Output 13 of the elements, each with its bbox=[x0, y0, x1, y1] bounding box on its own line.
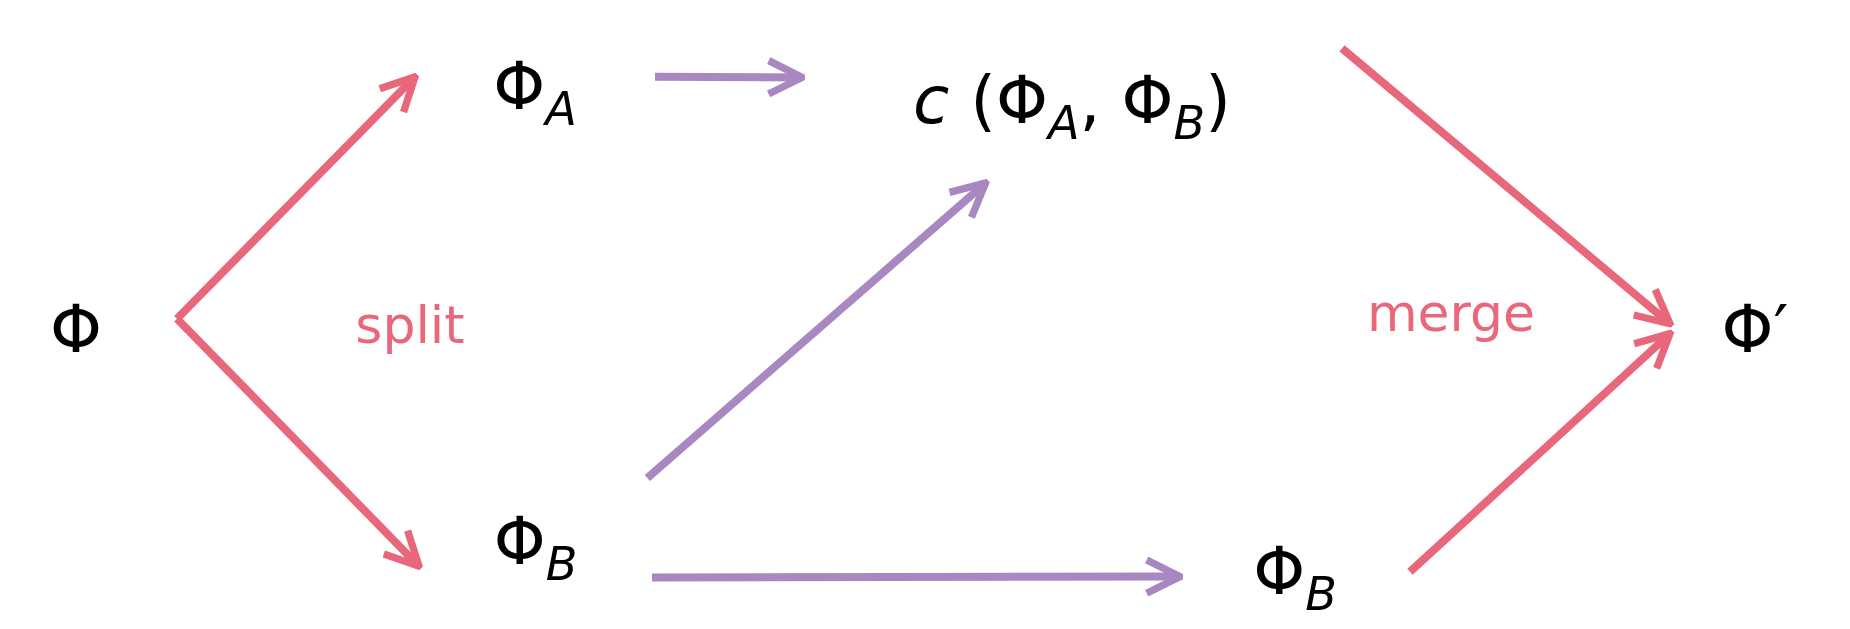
math-term: Φ$_{B}$ bbox=[1180, 530, 1410, 625]
arrow bbox=[174, 73, 419, 322]
operation-label: split bbox=[355, 295, 465, 355]
arrow bbox=[1339, 45, 1674, 328]
arrow bbox=[174, 316, 423, 570]
math-term: Φ$_{A}$ bbox=[415, 40, 655, 145]
operation-label: merge bbox=[1366, 283, 1536, 343]
math-term: Φ′ bbox=[1670, 285, 1840, 375]
arrow bbox=[644, 179, 990, 481]
arrow bbox=[1407, 329, 1674, 575]
math-term: Φ$_{B}$ bbox=[419, 478, 652, 618]
math-term: c (Φ$_{A}$, Φ$_{B}$) bbox=[802, 30, 1342, 183]
math-term: Φ bbox=[50, 290, 177, 370]
